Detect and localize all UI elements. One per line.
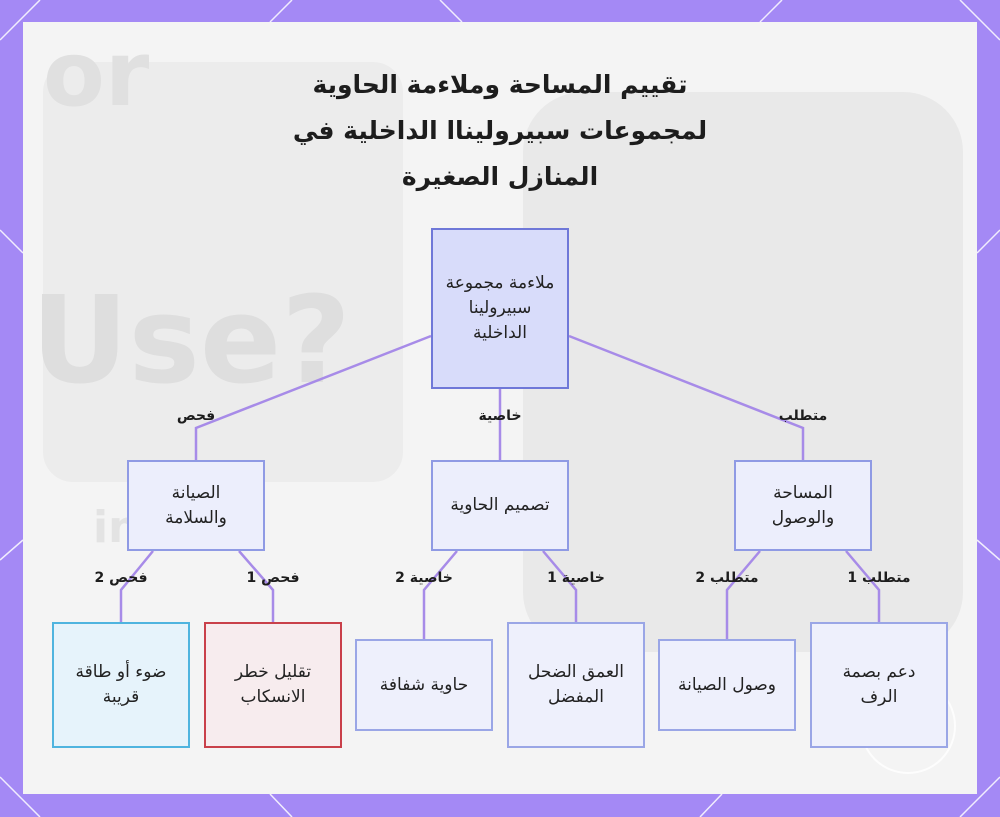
edge-label-requirement-2: متطلب 2 [695, 570, 759, 586]
leaf-node-shelf-footprint: دعم بصمة الرف [810, 622, 948, 748]
branch-node-maintenance-safety: الصيانة والسلامة [127, 460, 265, 551]
edge-label-check-1: فحص 1 [246, 570, 300, 586]
edge-label-requirement: متطلب [778, 408, 828, 424]
diagram-title: تقييم المساحة وملاءمة الحاوية لمجموعات س… [292, 70, 708, 191]
connector-line [725, 550, 761, 639]
leaf-node-label: العمق الضحل المفضل [527, 662, 624, 707]
edge-label-property-1: خاصية 1 [547, 570, 605, 586]
connector-line [568, 334, 805, 460]
background-shape [43, 62, 403, 482]
branch-node-label: تصميم الحاوية [450, 495, 550, 515]
leaf-node-light-energy: ضوء أو طاقة قريبة [52, 622, 190, 748]
leaf-node-shallow-depth: العمق الضحل المفضل [507, 622, 645, 748]
background-shape [523, 92, 963, 652]
leaf-node-maintenance-access: وصول الصيانة [658, 639, 796, 731]
leaf-node-label: تقليل خطر الانسكاب [234, 662, 312, 707]
connector-line [194, 334, 432, 460]
branch-node-label: المساحة والوصول [771, 482, 835, 528]
leaf-node-transparent-container: حاوية شفافة [355, 639, 493, 731]
root-node-label: ملاءمة مجموعة سبيرولينا الداخلية [445, 273, 555, 343]
background-watermark: or [43, 22, 150, 127]
edge-label-property-2: خاصية 2 [395, 570, 453, 586]
edge-label-requirement-1: متطلب 1 [847, 570, 911, 586]
edge-label-property: خاصية [478, 408, 522, 424]
root-node: ملاءمة مجموعة سبيرولينا الداخلية [431, 228, 569, 389]
connector-line [422, 550, 458, 639]
leaf-node-label: ضوء أو طاقة قريبة [75, 662, 167, 707]
branch-node-label: الصيانة والسلامة [165, 482, 227, 528]
edge-label-check: فحص [176, 408, 216, 424]
connector-line [238, 550, 275, 622]
leaf-node-label: دعم بصمة الرف [842, 662, 916, 707]
branch-node-container-design: تصميم الحاوية [431, 460, 569, 551]
leaf-node-reduce-spill: تقليل خطر الانسكاب [204, 622, 342, 748]
connector-line [845, 550, 881, 622]
edge-label-check-2: فحص 2 [94, 570, 148, 586]
leaf-node-label: حاوية شفافة [379, 674, 469, 695]
connector-line [119, 550, 154, 622]
leaf-node-label: وصول الصيانة [678, 674, 776, 695]
branch-node-space-access: المساحة والوصول [734, 460, 872, 551]
connector-line [542, 550, 578, 622]
